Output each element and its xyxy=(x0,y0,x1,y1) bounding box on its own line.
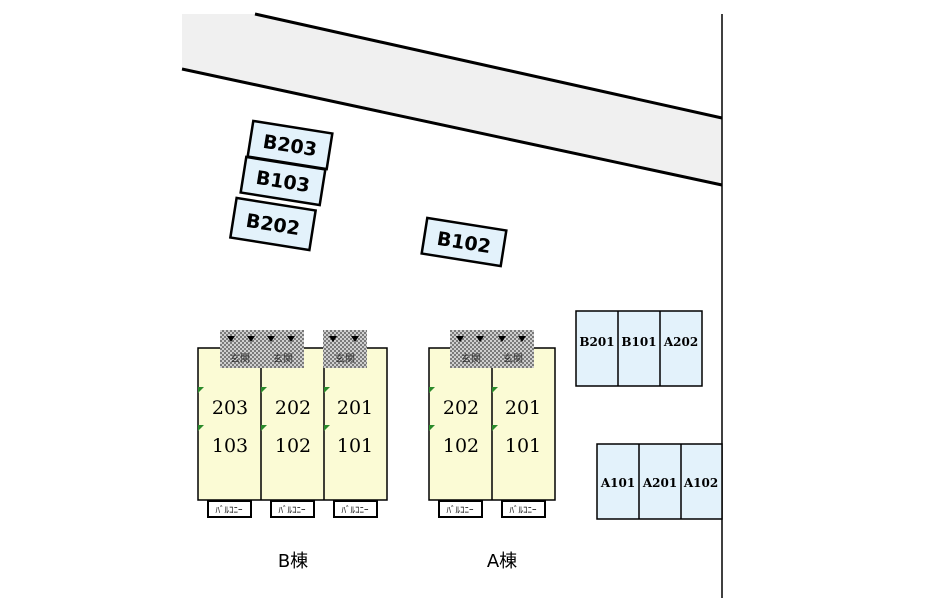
parking-space xyxy=(420,216,508,268)
balcony xyxy=(333,500,378,518)
balcony-label: ﾊﾞﾙｺﾆｰ xyxy=(446,505,474,516)
entrance-label: 玄関 xyxy=(503,352,523,365)
balcony xyxy=(501,500,546,518)
entrance-arrow-icon xyxy=(456,336,526,342)
building-b: 玄関 玄関 玄関 203 202 201 103 102 101 ﾊﾞﾙｺﾆｰ … xyxy=(197,330,388,572)
road-edge-upper xyxy=(254,12,723,120)
unit-number: 202 xyxy=(443,397,479,419)
entrance-label: 玄関 xyxy=(461,352,481,365)
balcony-label: ﾊﾞﾙｺﾆｰ xyxy=(341,505,369,516)
unit-number: 101 xyxy=(337,435,373,457)
building-name: A棟 xyxy=(487,551,517,572)
parking-row-bottom: A101 A201 A102 xyxy=(596,443,723,520)
road-edge-lower xyxy=(181,67,723,187)
parking-row-top: B201 B101 A202 xyxy=(575,310,703,387)
entrance-label: 玄関 xyxy=(230,352,250,365)
unit-number: 101 xyxy=(505,435,541,457)
road xyxy=(182,14,722,185)
parking-label: A101 xyxy=(600,476,635,490)
parking-angled-group: B203 B103 B202 B102 xyxy=(228,119,508,268)
balcony xyxy=(207,500,252,518)
unit-number: 202 xyxy=(275,397,311,419)
entrance-label: 玄関 xyxy=(273,352,293,365)
entrance-arrow-icon xyxy=(227,336,359,342)
parking-space xyxy=(228,196,318,252)
balcony xyxy=(438,500,483,518)
parking-label: B101 xyxy=(621,335,656,349)
parking-label: A102 xyxy=(683,476,718,490)
parking-space xyxy=(239,155,327,207)
parking-label: B201 xyxy=(579,335,614,349)
unit-number: 201 xyxy=(337,397,373,419)
building-a: 玄関 玄関 202 201 102 101 ﾊﾞﾙｺﾆｰ ﾊﾞﾙｺﾆｰ A棟 xyxy=(428,330,556,572)
unit-number: 103 xyxy=(212,435,248,457)
entrance-label: 玄関 xyxy=(335,352,355,365)
parking-label: A202 xyxy=(663,335,698,349)
unit-number: 102 xyxy=(275,435,311,457)
unit-number: 102 xyxy=(443,435,479,457)
unit-number: 201 xyxy=(505,397,541,419)
balcony-label: ﾊﾞﾙｺﾆｰ xyxy=(278,505,306,516)
parking-label: A201 xyxy=(642,476,677,490)
building-name: B棟 xyxy=(278,551,308,572)
balcony-label: ﾊﾞﾙｺﾆｰ xyxy=(215,505,243,516)
balcony-label: ﾊﾞﾙｺﾆｰ xyxy=(509,505,537,516)
unit-number: 203 xyxy=(212,397,248,419)
balcony xyxy=(270,500,315,518)
